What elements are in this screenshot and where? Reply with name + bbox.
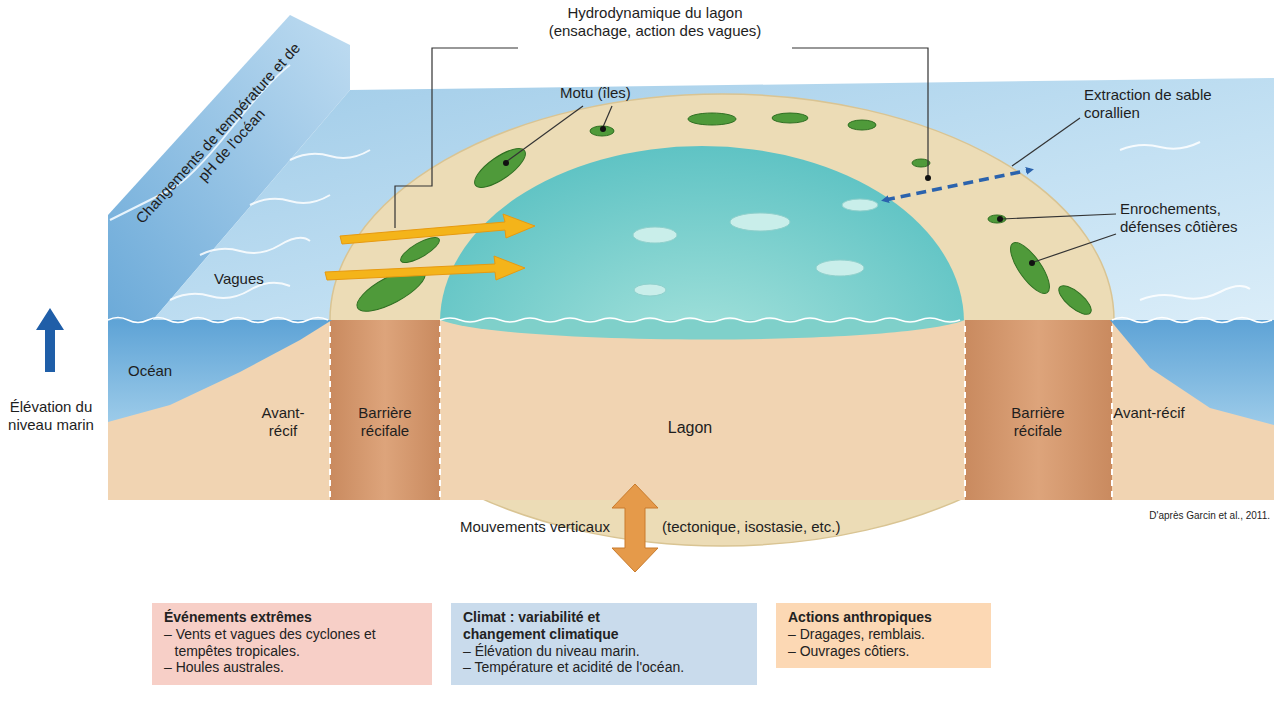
- box-item: – Température et acidité de l'océan.: [463, 659, 745, 676]
- zone-label: Lagon: [660, 418, 720, 438]
- box-item: – Vents et vagues des cyclones et tempêt…: [164, 626, 420, 660]
- axis-label: Élévation du niveau marin: [4, 398, 98, 435]
- motu-islands: [351, 113, 1095, 319]
- zone-label: Avant-récif: [250, 404, 316, 441]
- barrier-right: [965, 320, 1112, 500]
- zone-label: Avant-récif: [1112, 404, 1186, 422]
- wave-arrows: [325, 214, 535, 280]
- info-box: Climat : variabilité et changement clima…: [451, 603, 757, 685]
- part-label: Vagues: [214, 270, 274, 288]
- sand-exchange-arrow: [885, 170, 1030, 200]
- zone-dividers: [330, 326, 1112, 500]
- box-item: – Dragages, remblais.: [788, 626, 979, 643]
- leader-lines: [395, 48, 1116, 262]
- zone-label: Barrière récifale: [990, 404, 1086, 441]
- callout-label: Extraction de sable corallien: [1084, 86, 1214, 123]
- box-item: – Houles australes.: [164, 659, 420, 676]
- lagoon-patches: [633, 199, 878, 296]
- box-item: – Ouvrages côtiers.: [788, 643, 979, 660]
- source-note: D'après Garcin et al., 2011.: [1128, 510, 1270, 522]
- box-heading: Événements extrêmes: [164, 609, 420, 626]
- sea-level-arrow: [36, 308, 64, 372]
- leader-dots: [503, 126, 1035, 266]
- arrow-label: (tectonique, isostasie, etc.): [662, 518, 862, 536]
- callout-label: Motu (îles): [560, 84, 650, 102]
- callout-title: Hydrodynamique du lagon (ensachage, acti…: [525, 4, 785, 41]
- box-heading: Climat : variabilité et changement clima…: [463, 609, 663, 643]
- callout-label: Enrochements, défenses côtières: [1120, 200, 1260, 237]
- section-ground: [108, 320, 1274, 500]
- ocean-section-right: [1110, 320, 1274, 425]
- vertical-movement-arrow: [612, 484, 658, 572]
- info-box: Actions anthropiques– Dragages, remblais…: [776, 603, 991, 668]
- info-box: Événements extrêmes– Vents et vagues des…: [152, 603, 432, 685]
- surface-waves: [108, 318, 1272, 323]
- part-label: Océan: [128, 362, 188, 380]
- barrier-left: [330, 320, 440, 500]
- box-item: – Élévation du niveau marin.: [463, 643, 745, 660]
- arrow-label: Mouvements verticaux: [440, 518, 610, 536]
- lagoon-section: [440, 320, 965, 340]
- zone-label: Barrière récifale: [339, 404, 431, 441]
- box-heading: Actions anthropiques: [788, 609, 979, 626]
